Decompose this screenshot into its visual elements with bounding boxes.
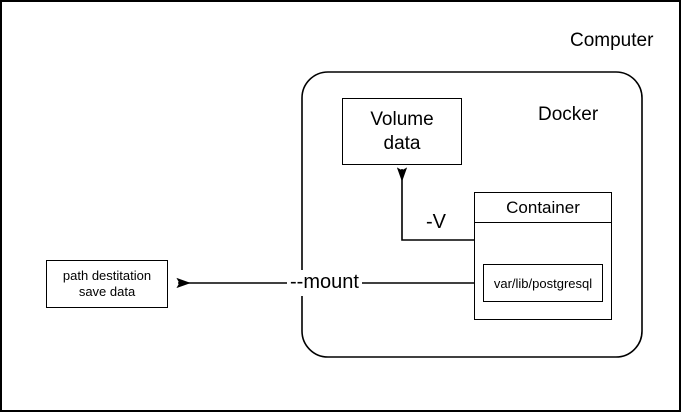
volume-flag-label: -V — [426, 211, 446, 233]
container-title: Container — [475, 193, 611, 223]
computer-label: Computer — [570, 30, 654, 51]
path-destination-box: path destitation save data — [46, 260, 168, 308]
varlib-postgresql-box: var/lib/postgresql — [483, 264, 603, 302]
docker-label: Docker — [538, 104, 599, 125]
docker-boundary — [301, 71, 643, 358]
volume-data-box: Volume data — [342, 98, 462, 165]
mount-flag-label: --mount — [287, 270, 362, 296]
